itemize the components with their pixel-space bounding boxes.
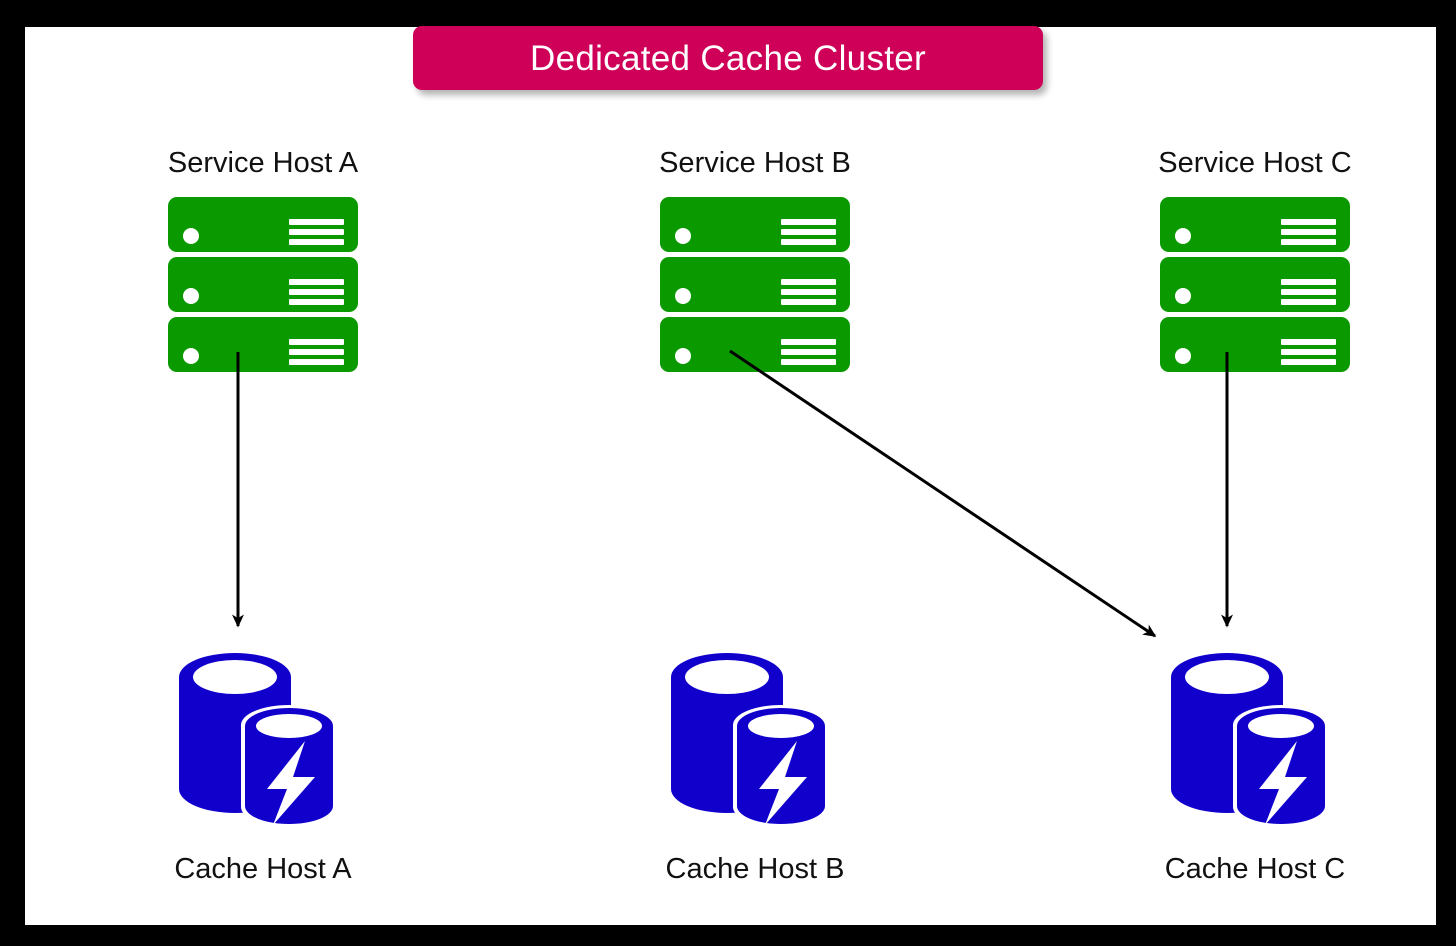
server-led-icon (675, 348, 691, 364)
server-rack-icon (660, 317, 850, 372)
server-rack-icon (660, 257, 850, 312)
server-rack-icon (168, 197, 358, 252)
server-led-icon (675, 288, 691, 304)
server-led-icon (1175, 288, 1191, 304)
server-rack-icon (1160, 317, 1350, 372)
server-vents-icon (1281, 279, 1336, 309)
server-led-icon (183, 288, 199, 304)
diagram-title-banner: Dedicated Cache Cluster (413, 26, 1043, 90)
server-led-icon (183, 348, 199, 364)
service-host-b-label: Service Host B (659, 147, 851, 179)
server-rack-stack-a (168, 197, 358, 377)
server-vents-icon (289, 279, 344, 309)
cache-host-a-label: Cache Host A (174, 853, 352, 885)
service-host-a-label: Service Host A (167, 147, 359, 179)
server-led-icon (1175, 348, 1191, 364)
page-title: Dedicated Cache Cluster (530, 38, 926, 78)
server-led-icon (1175, 228, 1191, 244)
server-vents-icon (781, 279, 836, 309)
server-rack-icon (1160, 257, 1350, 312)
cache-database-bolt-icon (667, 647, 843, 837)
cache-database-bolt-icon (175, 647, 351, 837)
server-led-icon (675, 228, 691, 244)
diagram-canvas: Service Host A (25, 27, 1436, 925)
server-rack-icon (1160, 197, 1350, 252)
cache-database-bolt-icon (1167, 647, 1343, 837)
cache-host-c-label: Cache Host C (1164, 853, 1346, 885)
server-vents-icon (1281, 219, 1336, 249)
server-vents-icon (289, 339, 344, 369)
server-vents-icon (781, 339, 836, 369)
server-rack-stack-c (1160, 197, 1350, 377)
server-vents-icon (289, 219, 344, 249)
cache-host-b-label: Cache Host B (665, 853, 845, 885)
server-rack-icon (660, 197, 850, 252)
server-rack-icon (168, 257, 358, 312)
server-rack-icon (168, 317, 358, 372)
server-vents-icon (1281, 339, 1336, 369)
server-led-icon (183, 228, 199, 244)
server-vents-icon (781, 219, 836, 249)
service-host-c-label: Service Host C (1158, 147, 1352, 179)
server-rack-stack-b (660, 197, 850, 377)
